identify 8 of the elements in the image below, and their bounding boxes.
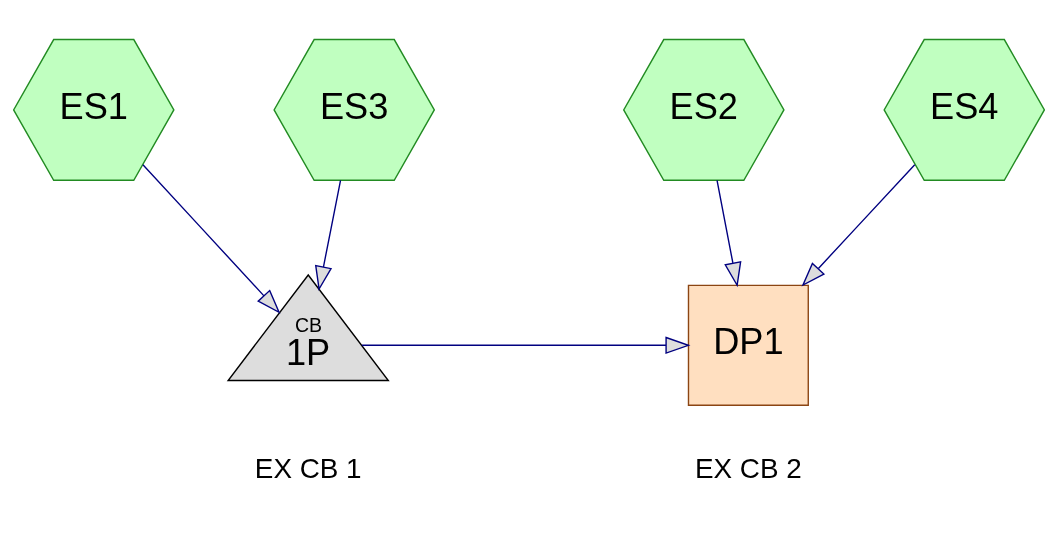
arrow [361,336,691,354]
arrow [314,179,342,291]
node-label: EX CB 1 [254,452,362,484]
arrow [142,163,281,314]
node-label: EX CB 2 [694,452,802,484]
node-box: DP1 [687,284,809,406]
arrow [716,179,742,287]
arrow [801,163,916,287]
